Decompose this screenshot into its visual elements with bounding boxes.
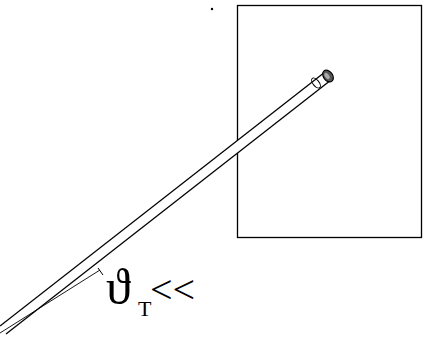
rod-tip-highlight [323,72,330,80]
inner-tube [0,270,100,333]
much-less-sign: << [150,270,195,310]
rod-edge [0,72,325,326]
rod-ring [310,76,322,89]
angle-symbol: ϑ [106,262,131,312]
rod-tip [320,68,335,84]
rod-edge [6,80,331,334]
angle-subscript: T [138,298,151,320]
dot [211,8,213,10]
tube-step [98,268,103,275]
rod-body [0,72,331,334]
